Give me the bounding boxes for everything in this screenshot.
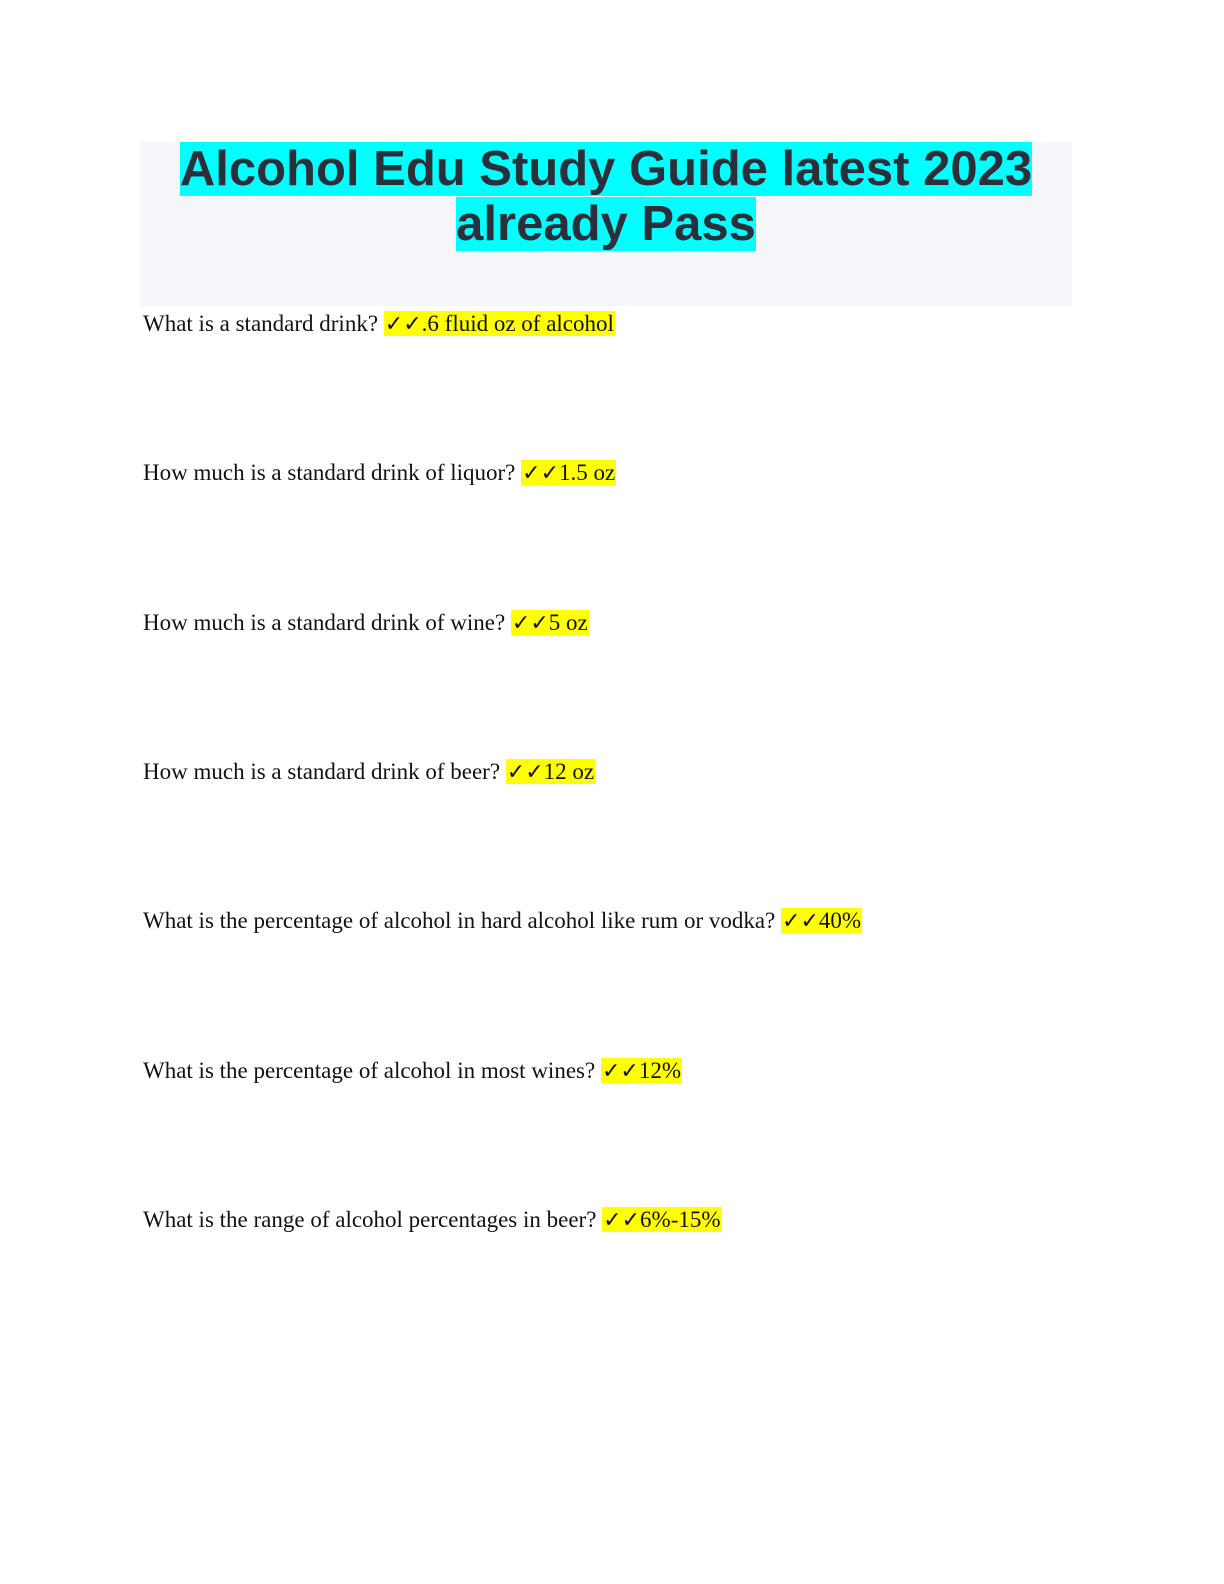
answer-text: 6%-15%: [640, 1207, 721, 1232]
qa-item: How much is a standard drink of liquor? …: [143, 457, 617, 490]
question-text: How much is a standard drink of wine?: [143, 610, 506, 635]
title-line-1: Alcohol Edu Study Guide latest 2023: [179, 142, 1033, 196]
answer-text: 12%: [638, 1058, 681, 1083]
qa-item: How much is a standard drink of wine? ✓✓…: [143, 607, 589, 640]
page-title: Alcohol Edu Study Guide latest 2023 alre…: [140, 142, 1072, 252]
answer-text: 1.5 oz: [559, 460, 616, 485]
qa-item: What is the range of alcohol percentages…: [143, 1204, 722, 1237]
double-check-icon: ✓✓: [384, 312, 422, 337]
answer-highlight: ✓✓6%-15%: [602, 1207, 722, 1233]
answer-text: 12 oz: [543, 759, 595, 784]
answer-highlight: ✓✓5 oz: [510, 610, 589, 636]
title-line-2: already Pass: [456, 197, 756, 251]
qa-item: What is the percentage of alcohol in har…: [143, 905, 863, 938]
question-text: How much is a standard drink of liquor?: [143, 460, 516, 485]
double-check-icon: ✓✓: [601, 1059, 639, 1084]
double-check-icon: ✓✓: [603, 1208, 641, 1233]
answer-highlight: ✓✓40%: [781, 908, 863, 934]
question-text: What is the range of alcohol percentages…: [143, 1207, 597, 1232]
question-text: What is the percentage of alcohol in mos…: [143, 1058, 596, 1083]
answer-text: 40%: [818, 908, 862, 933]
title-block: Alcohol Edu Study Guide latest 2023 alre…: [140, 142, 1072, 306]
double-check-icon: ✓✓: [522, 461, 560, 486]
question-text: What is the percentage of alcohol in har…: [143, 908, 776, 933]
answer-text: 5 oz: [548, 610, 588, 635]
qa-item: What is a standard drink? ✓✓.6 fluid oz …: [143, 308, 615, 341]
double-check-icon: ✓✓: [782, 909, 819, 934]
answer-text: .6 fluid oz of alcohol: [421, 311, 614, 336]
qa-item: How much is a standard drink of beer? ✓✓…: [143, 756, 596, 789]
answer-highlight: ✓✓12%: [600, 1058, 682, 1084]
answer-highlight: ✓✓1.5 oz: [521, 460, 617, 486]
qa-item: What is the percentage of alcohol in mos…: [143, 1055, 682, 1088]
question-text: How much is a standard drink of beer?: [143, 759, 501, 784]
double-check-icon: ✓✓: [511, 611, 549, 636]
double-check-icon: ✓✓: [506, 760, 544, 785]
answer-highlight: ✓✓12 oz: [505, 759, 596, 785]
question-text: What is a standard drink?: [143, 311, 379, 336]
answer-highlight: ✓✓.6 fluid oz of alcohol: [383, 311, 615, 337]
